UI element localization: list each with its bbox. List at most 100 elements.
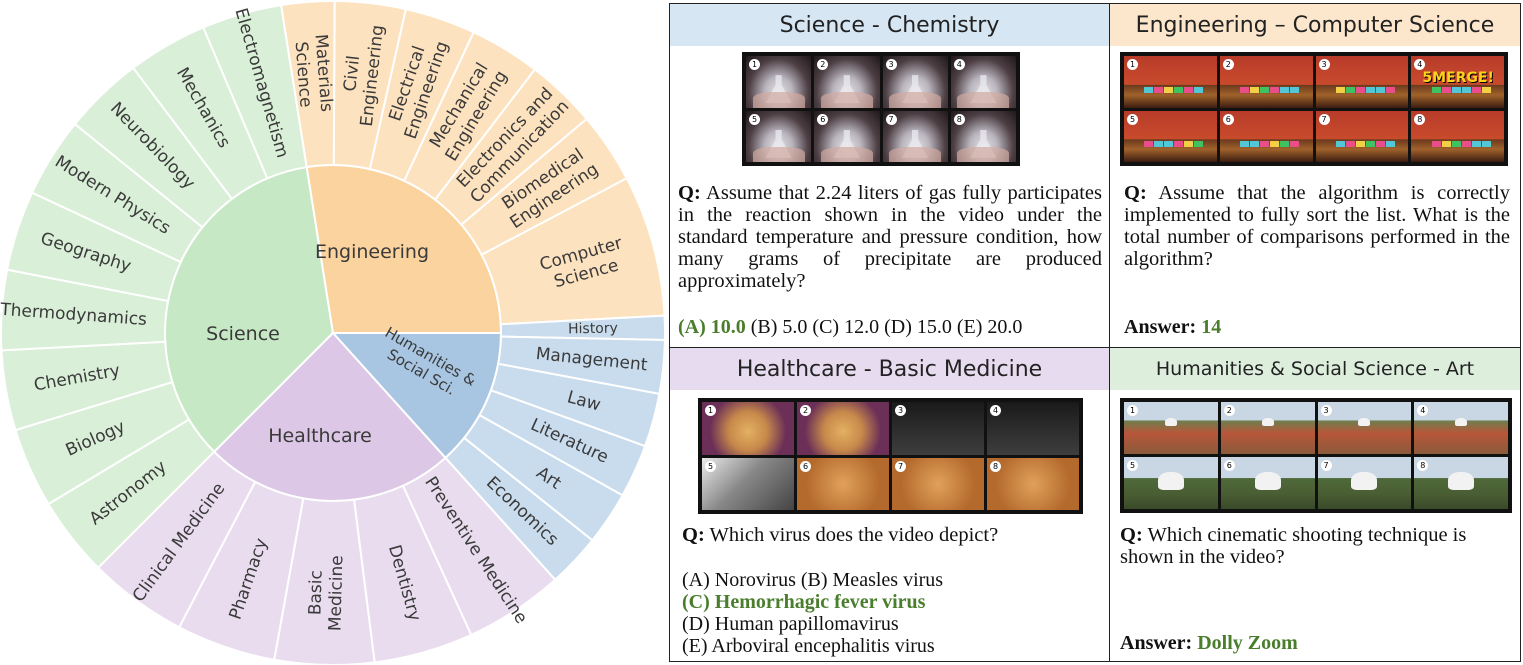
video-frame: 5 bbox=[702, 457, 794, 510]
frame-number: 4 bbox=[1417, 405, 1429, 416]
panel-title: Engineering – Computer Science bbox=[1110, 4, 1520, 46]
frame-number: 7 bbox=[1320, 460, 1332, 471]
outer-label: BasicMedicine bbox=[305, 554, 347, 631]
frame-number: 3 bbox=[895, 405, 906, 416]
water-tower-icon bbox=[1254, 471, 1281, 490]
option-correct: (A) 10.0 bbox=[678, 316, 746, 338]
question-text: Assume that 2.24 liters of gas fully par… bbox=[678, 182, 1103, 292]
video-frame: 1 bbox=[1124, 56, 1217, 108]
video-frame: 6 bbox=[814, 110, 880, 162]
q-label: Q: bbox=[682, 524, 705, 546]
array-blocks bbox=[1335, 78, 1396, 97]
question: Q: Which cinematic shooting technique is… bbox=[1120, 524, 1512, 568]
frame-number: 1 bbox=[1127, 405, 1138, 416]
option-correct: (C) Hemorrhagic fever virus bbox=[682, 591, 926, 613]
inner-label: Engineering bbox=[315, 241, 429, 263]
frame-number: 3 bbox=[1320, 405, 1332, 416]
options: (A) 10.0 (B) 5.0 (C) 12.0 (D) 15.0 (E) 2… bbox=[678, 316, 1022, 338]
video-frame: 5 bbox=[1124, 110, 1217, 162]
video-frame: 6 bbox=[797, 457, 889, 510]
frame-number: 8 bbox=[1414, 113, 1426, 125]
frame-number: 6 bbox=[817, 113, 829, 125]
merge-banner: 5MERGE! bbox=[1422, 70, 1494, 87]
frame-number: 8 bbox=[1417, 460, 1429, 471]
answer: Answer: Dolly Zoom bbox=[1120, 632, 1298, 655]
question: Q: Which virus does the video depict? bbox=[682, 524, 1102, 546]
video-frame: 8 bbox=[987, 457, 1079, 510]
hand-icon bbox=[957, 92, 1010, 108]
video-frame: 2 bbox=[797, 402, 889, 455]
frame-number: 6 bbox=[800, 460, 811, 472]
option-rest: (B) 5.0 (C) 12.0 (D) 15.0 (E) 20.0 bbox=[750, 316, 1023, 338]
array-blocks bbox=[1335, 132, 1396, 151]
hand-icon bbox=[752, 146, 805, 162]
water-tower-icon bbox=[1261, 417, 1274, 426]
answer-value: 14 bbox=[1201, 316, 1222, 338]
hand-icon bbox=[820, 92, 873, 108]
video-frame: 8 bbox=[1411, 110, 1504, 162]
answer-label: Answer: bbox=[1120, 632, 1193, 654]
video-frame: 7 bbox=[892, 457, 984, 510]
video-frame: 5 bbox=[746, 110, 812, 162]
question: Q: Assume that the algorithm is correctl… bbox=[1124, 182, 1510, 270]
frame-number: 3 bbox=[1318, 59, 1330, 70]
video-frame: 6 bbox=[1219, 110, 1313, 162]
video-frame: 2 bbox=[814, 56, 880, 108]
frame-number: 7 bbox=[1318, 113, 1330, 125]
video-frame: 3 bbox=[1317, 402, 1412, 454]
frame-number: 2 bbox=[817, 59, 829, 70]
video-frame: 3 bbox=[882, 56, 948, 108]
panel-title: Healthcare - Basic Medicine bbox=[670, 348, 1109, 390]
frame-number: 1 bbox=[749, 59, 760, 70]
frame-number: 3 bbox=[885, 59, 897, 70]
video-frame: 4 bbox=[1414, 402, 1508, 454]
answer-label: Answer: bbox=[1124, 316, 1197, 338]
frame-number: 2 bbox=[1223, 405, 1235, 416]
frame-number: 4 bbox=[953, 59, 965, 70]
array-blocks bbox=[1431, 78, 1492, 97]
video-frame: 8 bbox=[950, 110, 1016, 162]
array-blocks bbox=[1240, 78, 1300, 97]
video-frame: 3 bbox=[1315, 56, 1409, 108]
outer-ring bbox=[0, 0, 666, 665]
water-tower-icon bbox=[1455, 417, 1468, 426]
question-text: Assume that the algorithm is correctly i… bbox=[1124, 182, 1511, 270]
inner-label: Healthcare bbox=[268, 425, 372, 447]
video-frame: 1 bbox=[1124, 402, 1218, 454]
video-frame: 1 bbox=[702, 402, 794, 455]
array-blocks bbox=[1144, 132, 1204, 151]
q-label: Q: bbox=[678, 182, 701, 204]
hand-icon bbox=[889, 92, 942, 108]
video-frame: 7 bbox=[1317, 457, 1412, 509]
video-frame: 4 bbox=[950, 56, 1016, 108]
water-tower-icon bbox=[1358, 417, 1371, 426]
q-label: Q: bbox=[1120, 524, 1143, 546]
frame-number: 5 bbox=[749, 113, 760, 125]
video-frame: 7 bbox=[882, 110, 948, 162]
video-frame: 4 bbox=[987, 402, 1079, 455]
frame-number: 5 bbox=[1127, 460, 1138, 471]
frame-number: 5 bbox=[705, 460, 716, 472]
frame-number: 1 bbox=[1127, 59, 1138, 70]
video-frame: 5MERGE!4 bbox=[1411, 56, 1504, 108]
panel-title: Science - Chemistry bbox=[670, 4, 1109, 46]
question-text: Which cinematic shooting technique is sh… bbox=[1120, 524, 1467, 568]
water-tower-icon bbox=[1164, 417, 1177, 426]
array-blocks bbox=[1431, 132, 1492, 151]
inner-ring bbox=[164, 164, 503, 502]
water-tower-icon bbox=[1351, 471, 1378, 490]
array-blocks bbox=[1240, 132, 1300, 151]
frame-number: 1 bbox=[705, 405, 716, 416]
hand-icon bbox=[752, 92, 805, 108]
q-label: Q: bbox=[1124, 182, 1147, 204]
option-a-b: (A) Norovirus (B) Measles virus bbox=[682, 569, 944, 591]
frame-number: 7 bbox=[895, 460, 906, 472]
hand-icon bbox=[820, 146, 873, 162]
option-d: (D) Human papillomavirus bbox=[682, 613, 899, 635]
